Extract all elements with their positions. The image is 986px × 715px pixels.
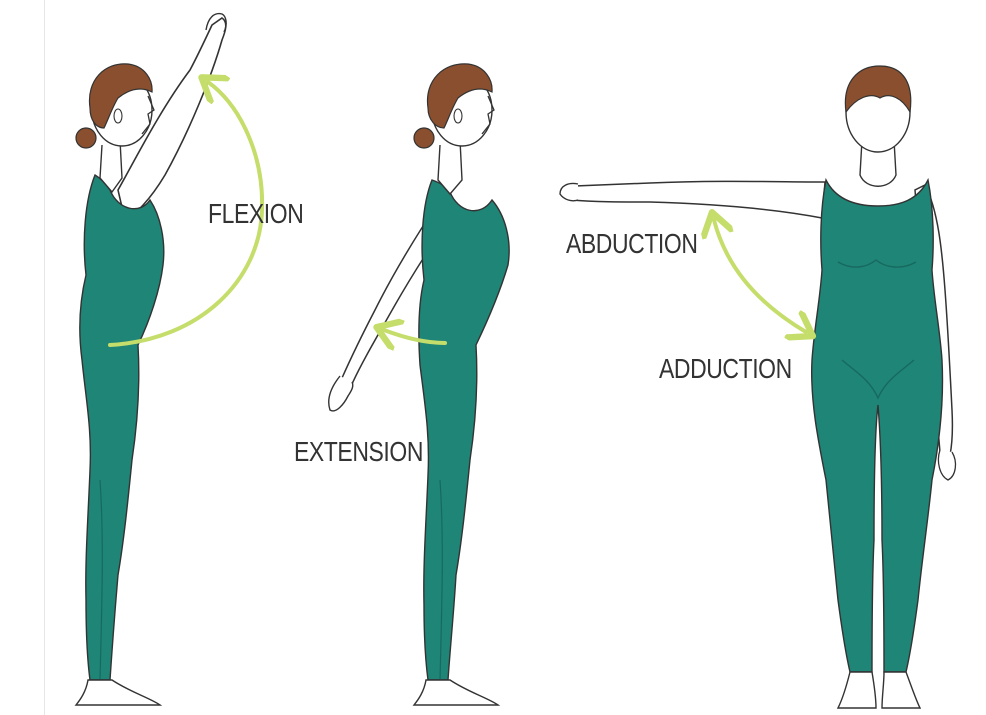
hair-bun (76, 128, 96, 148)
hair-bun (414, 128, 434, 148)
ear (114, 109, 122, 123)
resting-hand (938, 450, 955, 480)
abducted-arm (572, 181, 825, 218)
figure-extension (329, 64, 509, 705)
body-suit (419, 180, 509, 680)
abduction-label: ABDUCTION (566, 230, 698, 258)
feet (838, 672, 920, 708)
body-suit (812, 180, 943, 672)
flexion-label: FLEXION (208, 200, 303, 228)
abduction-adduction-arrow (714, 220, 806, 332)
extension-label: EXTENSION (294, 438, 423, 466)
adduction-label: ADDUCTION (659, 355, 792, 383)
abducted-hand (560, 183, 578, 200)
body-suit (80, 175, 164, 680)
figure-flexion (76, 14, 262, 705)
ear (454, 109, 462, 123)
extended-hand (329, 376, 353, 411)
figure-abduction (560, 66, 955, 708)
feet (76, 680, 160, 705)
feet (414, 680, 498, 705)
